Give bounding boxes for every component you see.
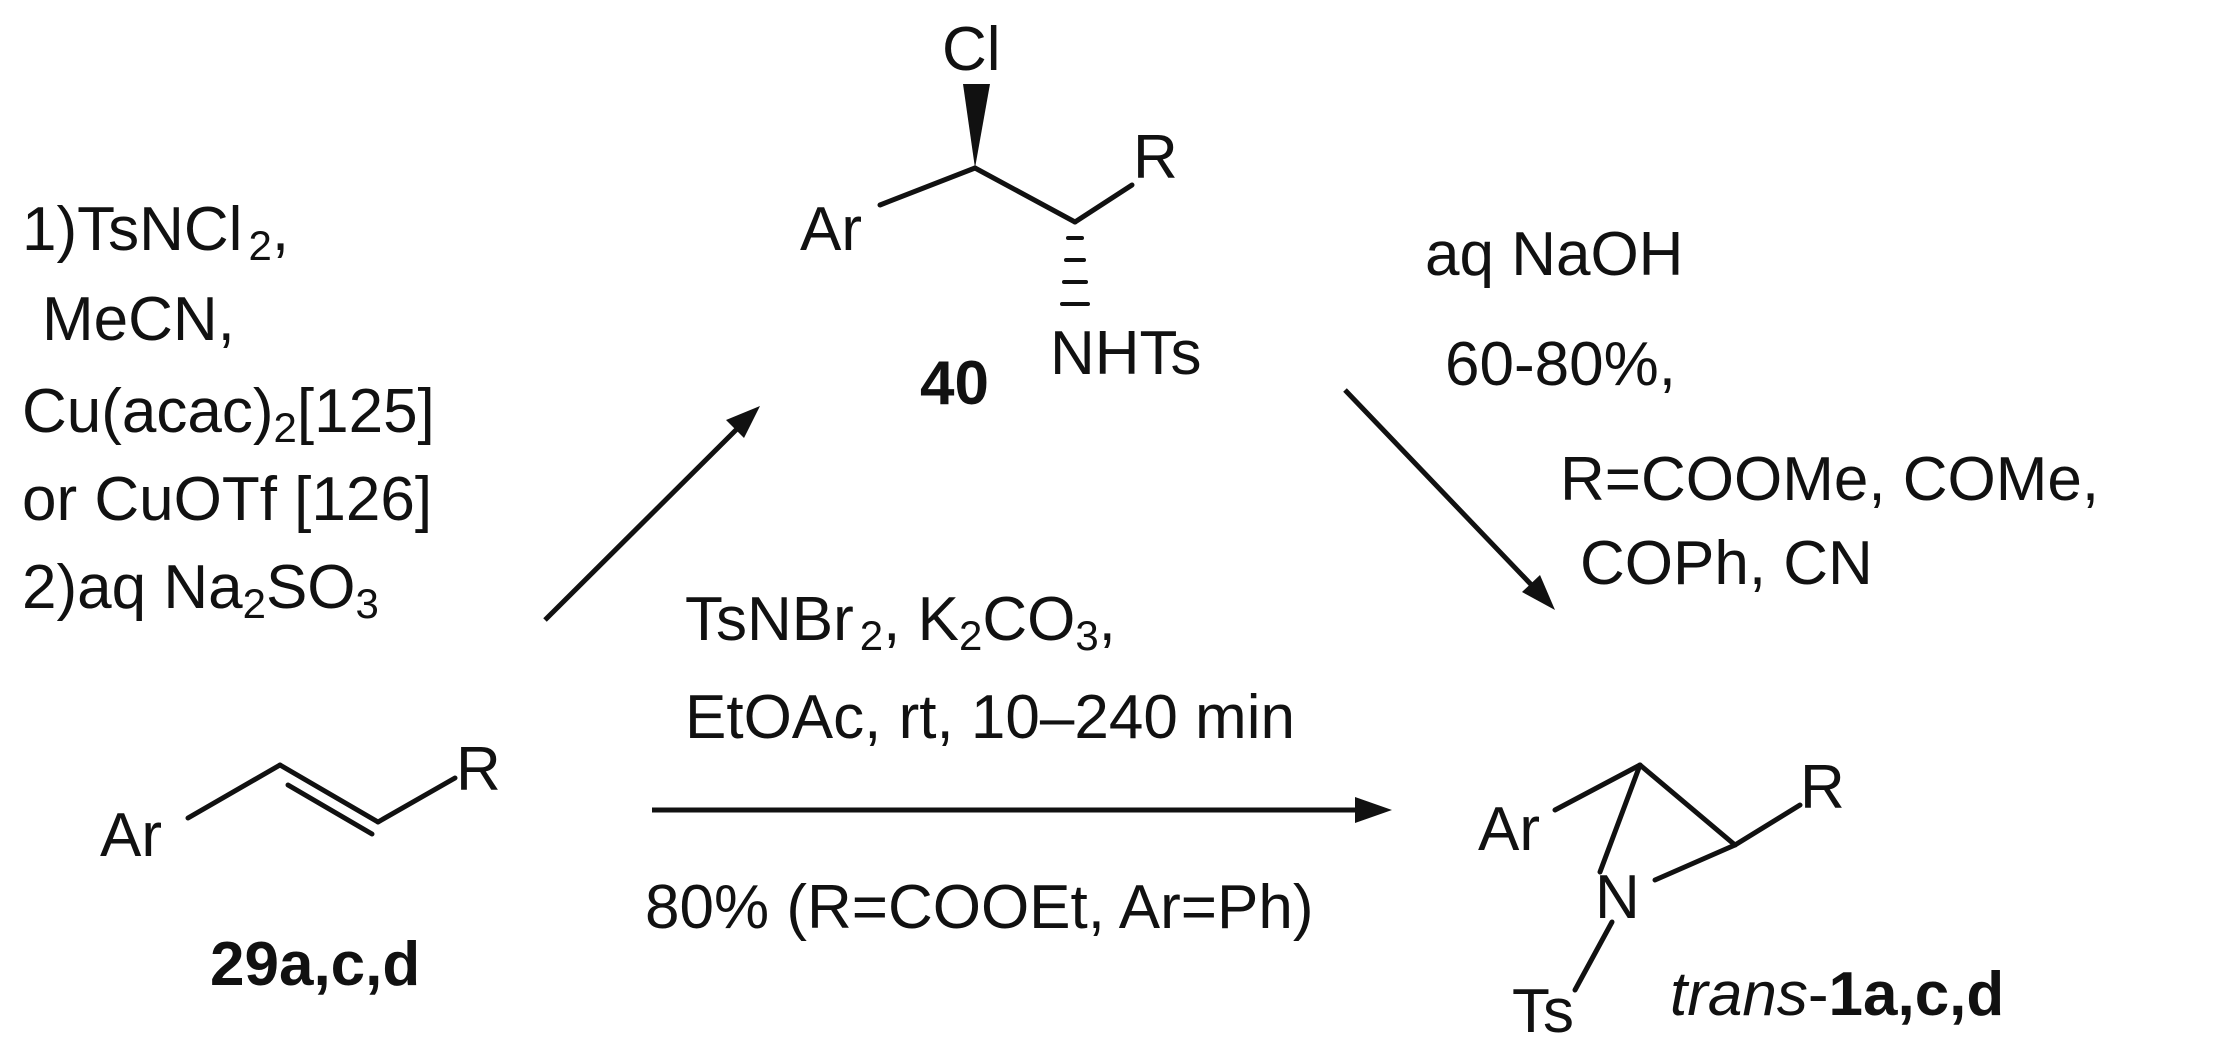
arrow-direct <box>652 797 1392 823</box>
aryl-label: Ar <box>800 195 862 264</box>
r-group-label: R <box>1133 123 1178 192</box>
aryl-label: Ar <box>100 801 162 870</box>
r-group-label: R <box>456 735 501 804</box>
condition-base: aq NaOH <box>1425 220 1683 289</box>
r-group-label: R <box>1800 753 1845 822</box>
bond-ar-c <box>185 762 283 821</box>
arrow-to-aziridine-from-40 <box>1343 388 1555 610</box>
bond-c1-c2 <box>972 165 1078 225</box>
condition-yield: 60-80%, <box>1445 330 1676 399</box>
condition-solvent-time: EtOAc, rt, 10–240 min <box>685 683 1295 752</box>
compound-number-29: 29a,c,d <box>210 930 420 999</box>
condition-catalyst: Cu(acac)2[125] <box>22 377 435 451</box>
bond-c3-n <box>1652 842 1738 883</box>
right-conditions: aq NaOH 60-80%, R=COOMe, COMe, COPh, CN <box>1425 220 2099 598</box>
compound-number-40: 40 <box>920 349 989 418</box>
aryl-label: Ar <box>1478 795 1540 864</box>
condition-r-groups: R=COOMe, COMe, <box>1560 445 2099 514</box>
chlorine-label: Cl <box>942 15 1001 84</box>
bond-c3-r <box>1732 802 1803 848</box>
bond-c2-n <box>1597 762 1643 875</box>
bond-n-ts <box>1572 919 1615 993</box>
nhts-label: NHTs <box>1050 319 1202 388</box>
double-bond-inner <box>285 782 375 837</box>
tosyl-label: Ts <box>1512 977 1574 1045</box>
condition-alt-catalyst: or CuOTf [126] <box>22 465 432 534</box>
wedge-bond <box>963 84 990 168</box>
bond-c2-c3 <box>1637 762 1738 848</box>
condition-step-2: 2)aq Na2SO3 <box>22 553 379 627</box>
double-bond-outer <box>277 762 381 825</box>
compound-29: Ar R 29a,c,d <box>100 735 501 999</box>
bond-c-r <box>375 775 458 825</box>
arrow-to-40 <box>543 406 760 622</box>
bond-ar-c1 <box>877 165 978 208</box>
nitrogen-label: N <box>1595 863 1640 932</box>
compound-1-aziridine: Ar R N Ts trans-1a,c,d <box>1478 753 2004 1045</box>
bond-c2-r <box>1072 182 1135 225</box>
hashed-bond <box>1060 236 1090 306</box>
condition-solvent: MeCN, <box>42 285 235 354</box>
compound-number-1: trans-1a,c,d <box>1670 960 2004 1029</box>
bond-ar-c2 <box>1552 762 1643 813</box>
condition-r-groups-cont: COPh, CN <box>1580 529 1873 598</box>
compound-40: Cl Ar R NHTs 40 <box>800 15 1202 418</box>
condition-yield-example: 80% (R=COOEt, Ar=Ph) <box>645 873 1313 942</box>
